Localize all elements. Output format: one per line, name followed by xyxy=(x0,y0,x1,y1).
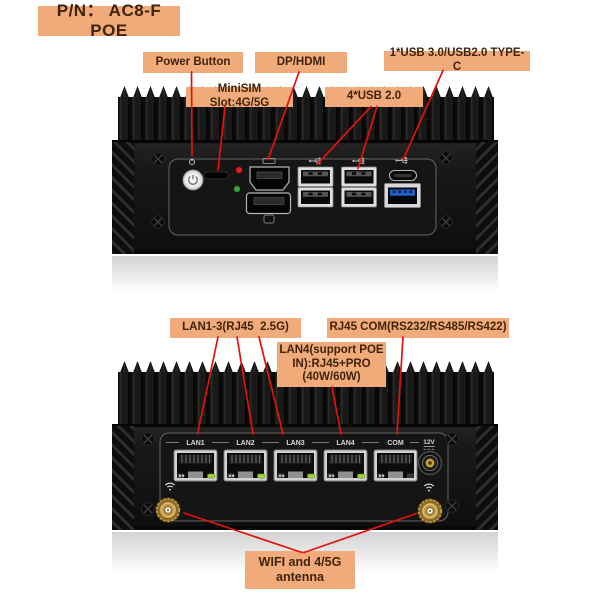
usb2-port xyxy=(341,187,377,208)
screw xyxy=(140,432,156,446)
green-led xyxy=(233,185,241,193)
minisim-slot xyxy=(203,171,229,180)
right-side-fins xyxy=(476,426,498,530)
port-label-lan2: LAN2 xyxy=(236,440,254,447)
antenna-connector-right xyxy=(417,498,443,524)
label-dashes xyxy=(166,442,435,450)
screw xyxy=(439,214,453,230)
power-button xyxy=(182,169,204,191)
callout-wifi-antenna: WIFI and 4/5G antenna xyxy=(245,551,355,589)
usb-c-port xyxy=(388,169,418,182)
port-label-com: COM xyxy=(387,440,404,447)
right-side-fins xyxy=(476,142,498,254)
top-heatsink-fins xyxy=(118,85,494,143)
callout-power-button: Power Button xyxy=(143,52,243,73)
callout-usb-typec: 1*USB 3.0/USB2.0 TYPE-C xyxy=(384,47,530,73)
left-side-fins xyxy=(112,142,134,254)
power-icon xyxy=(188,158,196,166)
front-view-device xyxy=(112,85,498,292)
dp-icon xyxy=(263,214,275,224)
com-port xyxy=(373,449,418,482)
port-label-lan4: LAN4 xyxy=(336,440,354,447)
usb2-port xyxy=(297,166,334,187)
hdmi-port xyxy=(249,166,290,191)
front-reflection xyxy=(112,256,498,292)
callout-rj45-com: RJ45 COM(RS232/RS485/RS422) xyxy=(327,318,509,338)
dc-jack xyxy=(417,450,443,476)
port-label-lan3: LAN3 xyxy=(286,440,304,447)
screw xyxy=(150,151,166,167)
callout-lan4-poe: LAN4(support POE IN):RJ45+PRO (40W/60W) xyxy=(277,342,386,387)
displayport-port xyxy=(245,192,292,215)
usb2-port xyxy=(341,166,377,187)
red-led xyxy=(235,166,243,174)
callout-lan13: LAN1-3(RJ45 2.5G) xyxy=(170,318,301,338)
screw xyxy=(439,150,453,166)
port-label-lan1: LAN1 xyxy=(186,440,204,447)
usb3-port xyxy=(384,183,421,208)
rear-view-device: LAN1 LAN2 LAN3 LAN4 COM 12V xyxy=(112,360,498,574)
screw xyxy=(150,214,166,230)
callout-dp-hdmi: DP/HDMI xyxy=(255,52,347,73)
callout-minisim: MiniSIM Slot:4G/5G xyxy=(186,83,293,109)
screw xyxy=(445,432,459,446)
screw xyxy=(445,499,459,513)
usb2-port xyxy=(297,187,334,208)
part-number-label: P/N： AC8-F POE xyxy=(38,1,180,40)
dc-power-label: 12V xyxy=(423,439,435,446)
left-side-fins xyxy=(112,426,134,530)
antenna-connector-left xyxy=(155,497,181,523)
screw xyxy=(140,502,156,516)
rj45-link-leds xyxy=(207,473,366,479)
callout-usb20: 4*USB 2.0 xyxy=(325,87,423,107)
